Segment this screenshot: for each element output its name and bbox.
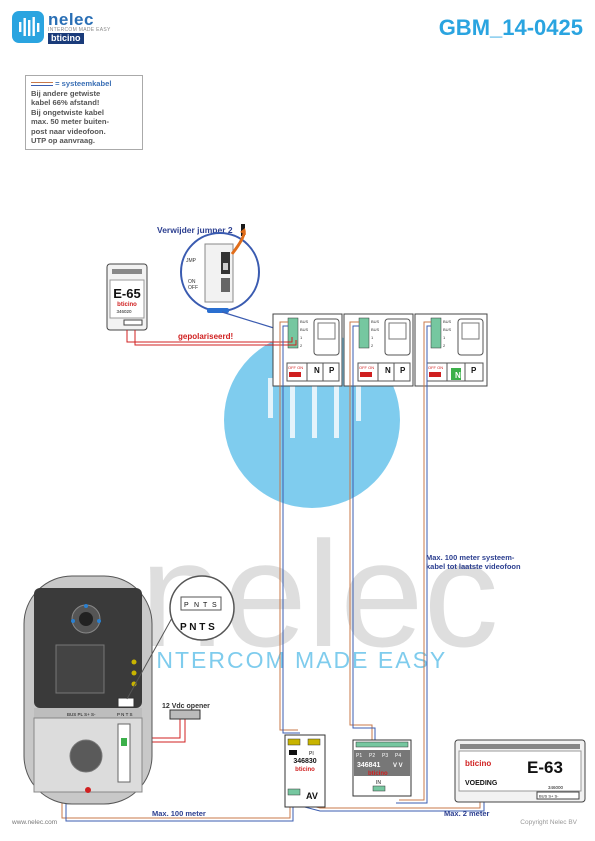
switch-label: OFF ON: [428, 365, 443, 370]
term-label: 2: [300, 343, 303, 348]
jumper-label: Verwijder jumper 2: [157, 225, 233, 235]
terminal-zoom: P N T S P N T S: [169, 575, 235, 641]
e63-sub: VOEDING: [465, 780, 498, 787]
switch-label: OFF ON: [359, 365, 374, 370]
videophone-2: BUS BUS 1 2 OFF ON N P: [343, 313, 414, 387]
max-2-label: Max. 2 meter: [444, 809, 490, 818]
note-line: max. 50 meter buiten-: [31, 117, 110, 126]
polarized-label: gepolariseerd!: [178, 332, 233, 341]
term-label: 2: [443, 343, 446, 348]
term-label: BUS: [300, 327, 309, 332]
note-line: UTP op aanvraag.: [31, 136, 96, 145]
term-p1: P1: [356, 753, 362, 759]
term-label: 1: [443, 335, 446, 340]
max-100-system-label-2: kabel tot laatste videofoon: [426, 562, 521, 571]
zoom-pnts-label: P N T S: [180, 622, 215, 633]
brand-tagline: INTERCOM MADE EASY: [48, 27, 111, 33]
nelec-logo-icon: [12, 11, 44, 43]
switch-label: OFF ON: [288, 365, 303, 370]
e65-brand: bticino: [117, 302, 137, 308]
e65-code: 346020: [116, 309, 132, 314]
e63-title: E-63: [527, 758, 563, 777]
on-label: ON: [188, 279, 196, 285]
term-label: BUS: [371, 319, 380, 324]
brand-346830: bticino: [295, 767, 315, 773]
term-label: BUS: [371, 327, 380, 332]
note-box: = systeemkabel Bij andere getwiste kabel…: [25, 75, 143, 150]
term-label: 1: [371, 335, 374, 340]
document-code: GBM_14-0425: [438, 15, 583, 40]
panel-pnts: P N T S: [117, 712, 133, 717]
max-100-label: Max. 100 meter: [152, 809, 206, 818]
term-label: 2: [371, 343, 374, 348]
term-p4: P4: [395, 753, 401, 759]
code-346830: 346830: [293, 758, 316, 765]
module-346841: P1 P2 P3 P4 346841 V V bticino IN: [352, 739, 412, 797]
e63-power-supply: bticino E-63 VOEDING 346000 BUS S+ S-: [454, 739, 586, 803]
term-p2: P2: [369, 753, 375, 759]
n-label: N: [385, 366, 391, 375]
off-label: OFF: [188, 285, 198, 291]
note-line: post naar videofoon.: [31, 126, 106, 136]
e65-title: E-65: [113, 286, 140, 301]
opener-label: 12 Vdc opener: [162, 703, 210, 710]
brand-346841: bticino: [368, 771, 388, 777]
p-label: P: [471, 366, 477, 375]
zoom-t: T: [203, 602, 208, 609]
watermark-tagline: INTERCOM MADE EASY: [148, 647, 447, 673]
pi-label: PI: [309, 751, 314, 757]
zoom-s: S: [212, 602, 217, 609]
door-panel: BUS PL S+ S- P N T S: [23, 575, 153, 805]
videophone-3: BUS BUS 1 2 OFF ON N P: [414, 313, 488, 387]
code-346841: 346841: [357, 762, 380, 769]
e65-module: E-65 bticino 346020: [106, 263, 148, 331]
note-line: kabel 66% afstand!: [31, 98, 100, 107]
p-label: P: [400, 366, 406, 375]
panel-terminals: BUS PL S+ S-: [67, 712, 96, 717]
legend-label: = systeemkabel: [55, 79, 112, 88]
vv-label: V V: [393, 763, 403, 769]
p-label: P: [329, 366, 335, 375]
partner-brand: bticino: [48, 33, 84, 44]
max-100-system-label: Max. 100 meter systeem-: [426, 553, 515, 562]
zoom-p: P: [184, 602, 189, 609]
term-label: BUS: [300, 319, 309, 324]
term-p3: P3: [382, 753, 388, 759]
e63-code: 346000: [548, 785, 564, 790]
brand-name: nelec: [48, 10, 94, 29]
note-legend: = systeemkabel: [31, 79, 137, 89]
note-line: Bij andere getwiste: [31, 88, 101, 98]
footer-copyright: Copyright Nelec BV: [520, 819, 577, 826]
in-label: IN: [376, 780, 381, 786]
term-label: BUS: [443, 327, 452, 332]
module-346830: PI 346830 bticino AV: [284, 734, 326, 808]
av-label: AV: [306, 791, 318, 801]
term-label: BUS: [443, 319, 452, 324]
note-line: Bij ongetwiste kabel: [31, 107, 105, 117]
zoom-n: N: [194, 602, 199, 609]
n-label: N: [455, 371, 461, 380]
e63-terms: BUS S+ S-: [539, 794, 559, 799]
footer-website: www.nelec.com: [12, 819, 58, 826]
n-label: N: [314, 366, 320, 375]
jmp-label: JMP: [186, 258, 197, 264]
jumper-detail-magnifier: JMP ON OFF: [180, 228, 260, 313]
system-cable-icon: [31, 82, 53, 86]
e63-brand: bticino: [465, 759, 491, 768]
term-label: 1: [300, 335, 303, 340]
opener-icon: [169, 709, 201, 720]
